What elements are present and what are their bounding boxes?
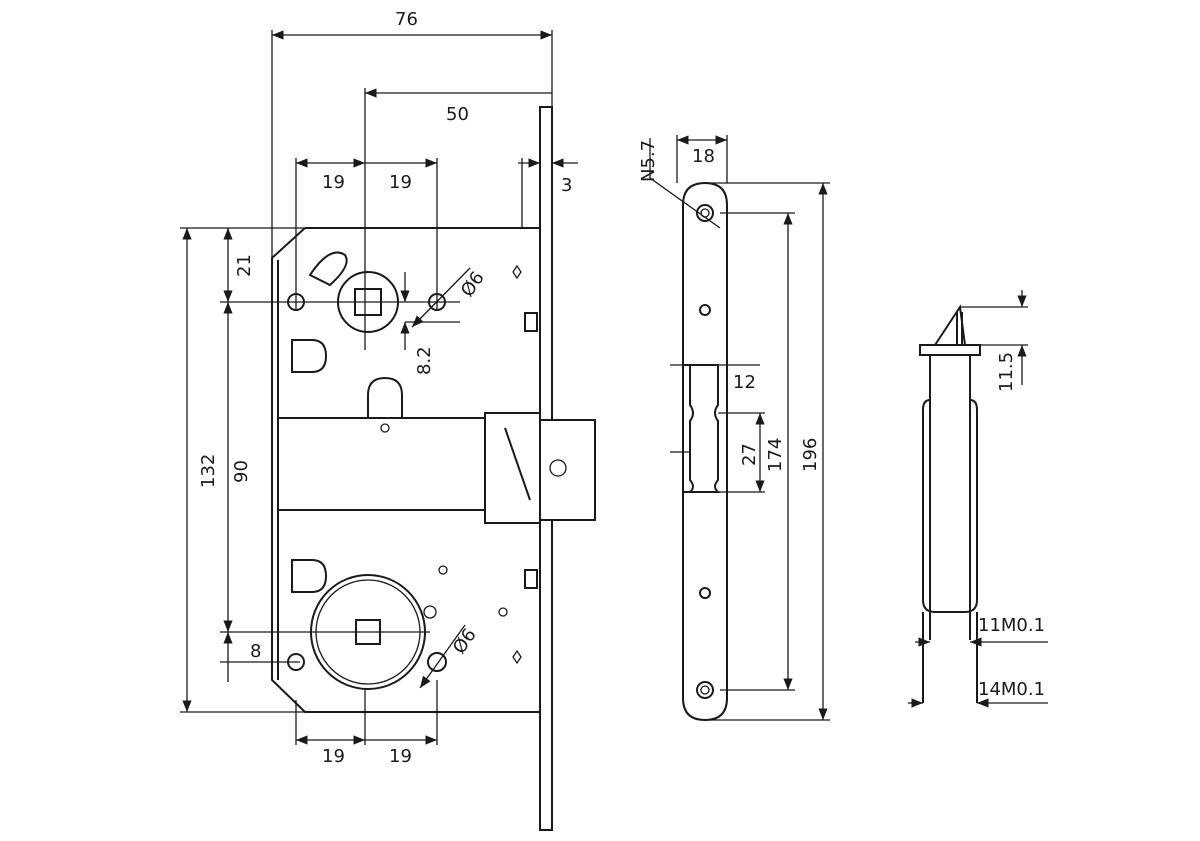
latch-body [484, 412, 541, 524]
rivet [380, 423, 390, 433]
dim-12: 12 [733, 372, 756, 393]
dim-n5-7: N5.7 [638, 140, 659, 182]
latch-bevel [504, 427, 531, 501]
strike-slot-inner [689, 365, 694, 493]
front-dimensions: 76 50 19 19 3 21 132 90 8 8.2 Ø6 Ø6 19 1… [180, 9, 578, 767]
spring-bracket [291, 339, 328, 373]
spring-slot [367, 376, 403, 418]
top-slot [308, 251, 348, 287]
dim-8: 8 [250, 641, 261, 662]
dim-19-top-left: 19 [322, 172, 345, 193]
small-hole [498, 607, 508, 617]
dim-76: 76 [395, 9, 418, 30]
strike-dimensions: 18 N5.7 12 27 174 196 [638, 135, 830, 721]
pin [512, 649, 522, 665]
small-hole [423, 605, 437, 619]
dim-19-bottom-left: 19 [322, 746, 345, 767]
dim-174: 174 [765, 438, 786, 472]
dim-90: 90 [231, 460, 252, 483]
dim-3: 3 [561, 175, 572, 196]
dim-14m0-1: 14M0.1 [978, 679, 1045, 700]
screw-tab [524, 569, 538, 589]
spring-bracket [291, 559, 328, 593]
dim-21: 21 [234, 254, 255, 277]
dim-diameter-6-top: Ø6 [457, 268, 489, 301]
pin [512, 264, 522, 280]
dim-19-bottom-right: 19 [389, 746, 412, 767]
dim-8-2: 8.2 [414, 346, 435, 375]
dim-diameter-6-bottom: Ø6 [449, 625, 481, 658]
dim-196: 196 [800, 438, 821, 472]
dim-11-5: 11.5 [996, 352, 1017, 392]
dim-27: 27 [739, 443, 760, 466]
mounting-hole [427, 652, 447, 672]
dim-50: 50 [446, 104, 469, 125]
latch-pin [549, 459, 567, 477]
strike-holes [696, 204, 714, 699]
dim-132: 132 [198, 454, 219, 488]
side-dimensions: 11.5 11M0.1 14M0.1 [908, 290, 1048, 708]
dim-18: 18 [692, 146, 715, 167]
latch-bolt [539, 419, 596, 521]
strike-slot [683, 364, 721, 493]
screw-tab [524, 312, 538, 332]
small-hole [438, 565, 448, 575]
latch-side-view [919, 304, 981, 703]
dim-19-top-right: 19 [389, 172, 412, 193]
latch-channel [278, 417, 485, 511]
dim-11m0-1: 11M0.1 [978, 615, 1045, 636]
lock-case [271, 227, 540, 713]
lock-front-view [271, 106, 596, 831]
